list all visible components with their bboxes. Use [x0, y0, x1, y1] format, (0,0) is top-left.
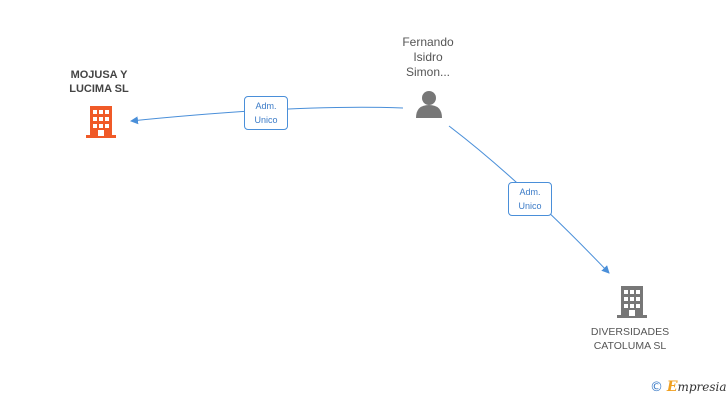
company-main-name-line2: LUCIMA SL — [69, 83, 129, 95]
edge-label-line2: Unico — [254, 115, 278, 125]
brand-e: E — [666, 379, 678, 395]
company-main-name-line1: MOJUSA Y — [70, 69, 128, 81]
building-icon-company-sub[interactable] — [617, 286, 647, 318]
person-name-line3: Simon... — [405, 65, 450, 79]
edge-label-line1: Adm. — [255, 101, 277, 111]
brand-logo: © Empresia — [650, 379, 727, 395]
brand-name: mpresia — [677, 380, 727, 394]
person-name-line2: Isidro — [413, 50, 443, 64]
company-sub-name[interactable]: DIVERSIDADES CATOLUMA SL — [572, 325, 688, 353]
company-sub-name-line1: DIVERSIDADES — [590, 326, 670, 338]
person-name-line1: Fernando — [402, 35, 454, 49]
person-icon[interactable] — [416, 91, 442, 118]
edge-label-company-sub: Adm. Unico — [508, 182, 552, 216]
copyright-icon: © — [650, 380, 663, 395]
edge-label-company-main: Adm. Unico — [244, 96, 288, 130]
company-main-name[interactable]: MOJUSA Y LUCIMA SL — [40, 68, 158, 96]
building-icon-company-main[interactable] — [86, 106, 116, 138]
person-name[interactable]: Fernando Isidro Simon... — [380, 35, 476, 80]
edge-label-line1: Adm. — [519, 187, 541, 197]
edge-label-line2: Unico — [518, 201, 542, 211]
company-sub-name-line2: CATOLUMA SL — [593, 340, 667, 352]
